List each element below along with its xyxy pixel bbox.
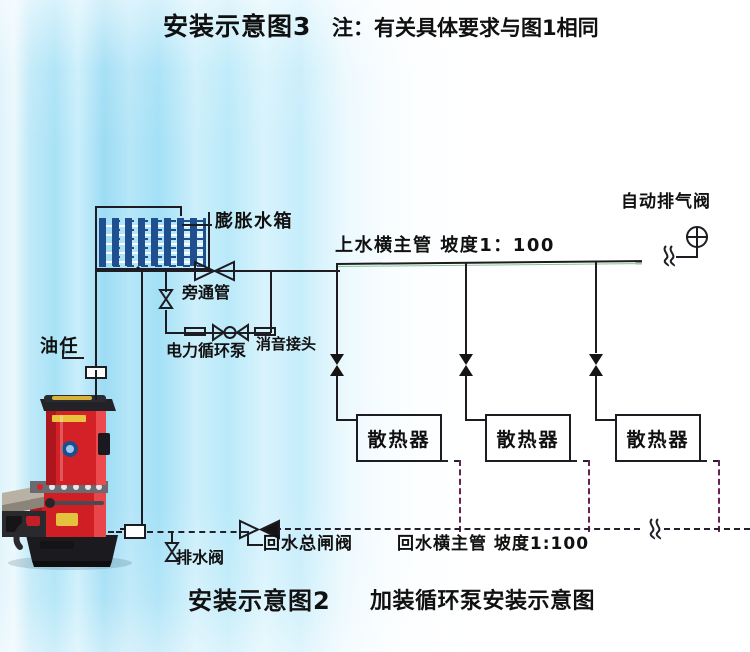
- silencer-joint-label: 消音接头: [256, 335, 317, 353]
- radiator-1-return-stub: [442, 460, 460, 462]
- expansion-tank: [95, 212, 210, 270]
- riser-1-to-radiator: [336, 419, 358, 421]
- radiator-3: 散热器: [615, 414, 701, 462]
- silencer-joint-right-icon: [254, 327, 276, 336]
- drain-valve-stem: [171, 531, 173, 543]
- radiator-2-label: 散热器: [496, 428, 560, 451]
- riser-3-lower: [595, 376, 597, 421]
- return-gate-valve-label: 回水总闸阀: [263, 534, 353, 554]
- expansion-tank-label: 膨胀水箱: [215, 211, 293, 232]
- return-to-boiler: [100, 531, 122, 533]
- expansion-tank-leader: [182, 224, 212, 226]
- radiator-3-label: 散热器: [626, 428, 690, 451]
- page-title: 安装示意图3: [163, 12, 312, 41]
- supply-main-label: 上水横主管 坡度1：100: [335, 235, 555, 256]
- radiator-2-return-stub: [571, 460, 589, 462]
- tank-water-fill: [99, 218, 206, 267]
- return-main-segment-a: [147, 531, 247, 533]
- return-gate-valve-icon: [239, 519, 280, 540]
- radiator-1-return-drop: [459, 460, 461, 532]
- riser-1-lower: [336, 376, 338, 421]
- supply-gate-valve-icon: [194, 260, 235, 282]
- drain-valve-icon: [164, 542, 180, 562]
- riser-3: [595, 261, 597, 353]
- silencer-joint-left-icon: [184, 327, 206, 336]
- pump-branch-riser: [270, 270, 272, 333]
- supply-main-end: [676, 256, 698, 258]
- tank-bottom-header: [95, 270, 265, 272]
- riser-3-control-valve-icon: [589, 354, 603, 376]
- radiator-3-return-drop: [718, 460, 720, 532]
- bypass-branch-lower: [165, 310, 167, 332]
- oil-union-leader-v: [62, 350, 64, 358]
- return-pipe-break-icon: [649, 518, 662, 540]
- radiator-2-return-drop: [588, 460, 590, 532]
- supply-pipe-break-icon: [663, 245, 676, 267]
- pump-branch-line: [165, 332, 271, 334]
- radiator-3-return-stub: [701, 460, 719, 462]
- tank-overflow-pipe: [95, 206, 180, 208]
- tank-overflow-drop: [180, 206, 182, 216]
- return-main-label: 回水横主管 坡度1:100: [397, 534, 590, 554]
- radiator-1: 散热器: [356, 414, 442, 462]
- footer-caption-sub: 加装循环泵安装示意图: [370, 589, 596, 614]
- bypass-gate-valve-icon: [158, 289, 174, 309]
- boiler-photo: [0, 385, 146, 570]
- page-note: 注：有关具体要求与图1相同: [332, 16, 599, 40]
- riser-1: [336, 263, 338, 355]
- return-valve-leader: [247, 544, 263, 546]
- union-fitting-icon: [124, 524, 146, 539]
- circulation-pump-icon: [212, 323, 249, 342]
- riser-1-control-valve-icon: [330, 354, 344, 376]
- radiator-2: 散热器: [485, 414, 571, 462]
- return-main-segment-c: [664, 528, 750, 530]
- bypass-pipe-label: 旁通管: [182, 283, 231, 302]
- radiator-1-label: 散热器: [367, 428, 431, 451]
- air-vent-valve-label: 自动排气阀: [621, 192, 711, 212]
- return-valve-leader-drop: [247, 531, 249, 545]
- oil-union-leader-h: [62, 357, 84, 359]
- boiler-return-riser: [141, 272, 143, 526]
- supply-main-start: [270, 270, 340, 272]
- oil-union-label: 油任: [40, 336, 79, 357]
- riser-2-control-valve-icon: [459, 354, 473, 376]
- return-main-segment-b: [265, 528, 640, 530]
- tank-top-stub: [95, 206, 97, 214]
- tank-junction-arrow-icon: [133, 266, 144, 271]
- footer-caption-main: 安装示意图2: [188, 587, 331, 615]
- boiler-outlet-pipe: [95, 370, 97, 400]
- bypass-branch-drop: [165, 270, 167, 292]
- riser-3-to-radiator: [595, 419, 617, 421]
- riser-2: [465, 262, 467, 354]
- union-left-stub: [120, 528, 125, 530]
- drain-valve-label: 排水阀: [176, 548, 225, 567]
- boiler-supply-riser: [95, 270, 97, 370]
- riser-2-lower: [465, 376, 467, 421]
- air-vent-riser: [696, 228, 698, 258]
- air-vent-valve-icon: [686, 226, 708, 248]
- circulation-pump-label: 电力循环泵: [166, 341, 247, 360]
- riser-2-to-radiator: [465, 419, 487, 421]
